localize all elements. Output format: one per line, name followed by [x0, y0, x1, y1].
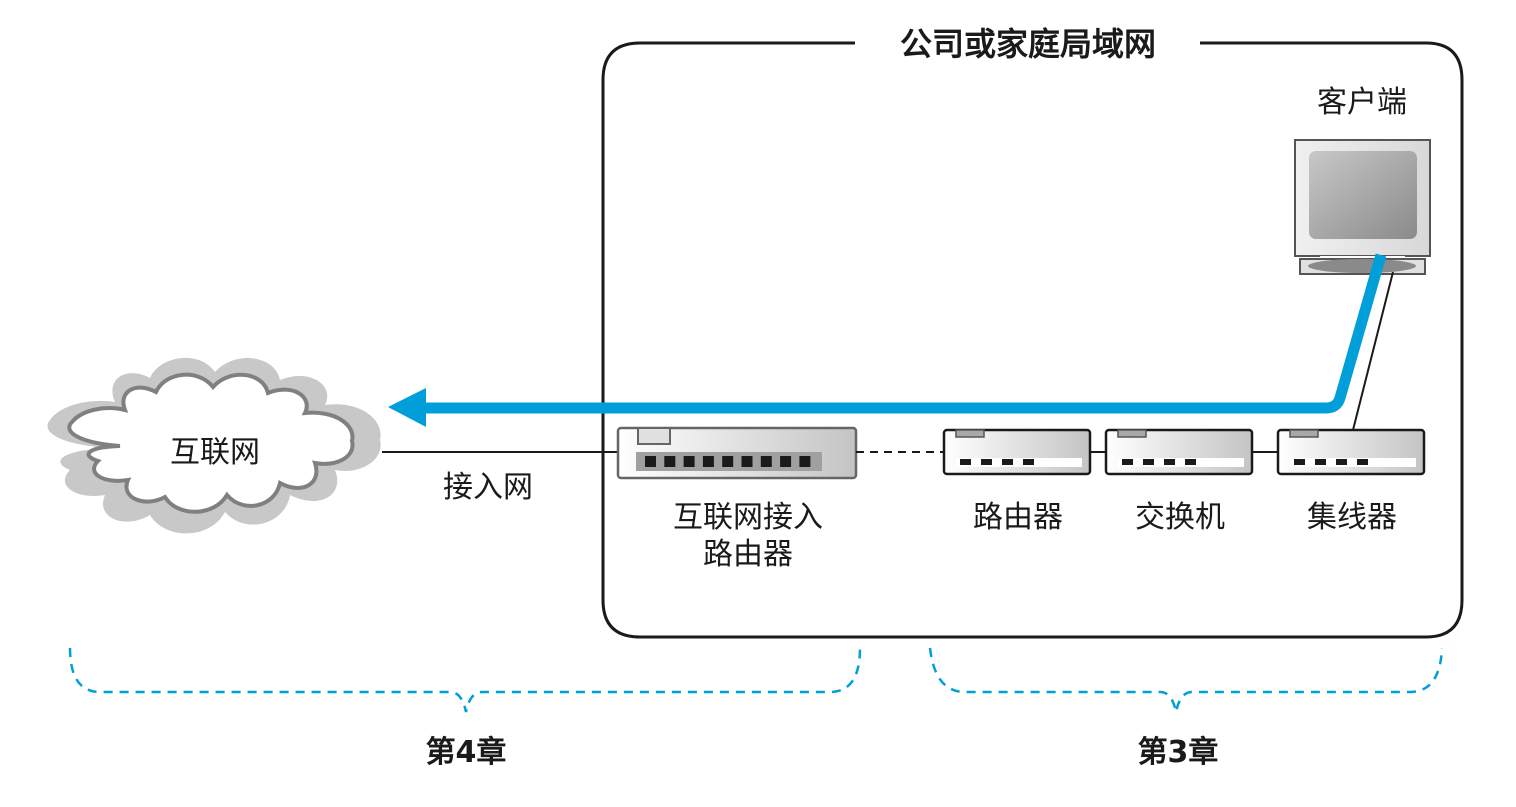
client-label: 客户端 — [1317, 85, 1407, 120]
arrowhead-icon — [388, 388, 426, 427]
port-icon — [741, 456, 753, 467]
port-icon — [722, 456, 734, 467]
port-icon — [1122, 459, 1133, 465]
port-icon — [981, 459, 992, 465]
port-icon — [1315, 459, 1326, 465]
hub-label: 集线器 — [1307, 500, 1397, 535]
data-flow-arrow — [388, 253, 1387, 427]
port-icon — [1294, 459, 1305, 465]
port-icon — [645, 456, 656, 467]
port-icon — [1002, 459, 1013, 465]
port-icon — [1336, 459, 1347, 465]
internet-cloud-icon — [47, 357, 381, 534]
port-icon — [760, 456, 772, 467]
lan-title: 公司或家庭局域网 — [900, 25, 1156, 63]
port-icon — [799, 456, 811, 467]
switch-device — [1104, 428, 1254, 476]
port-icon — [1357, 459, 1368, 465]
hub-client-cable — [1352, 271, 1394, 431]
port-icon — [702, 456, 714, 467]
access-router-label-line2: 路由器 — [703, 537, 793, 572]
port-icon — [1164, 459, 1175, 465]
chapter-3-brace — [928, 647, 1444, 713]
access-router-label-line1: 互联网接入 — [673, 500, 823, 535]
router-device — [942, 428, 1092, 476]
chapter-4-label: 第4章 — [426, 735, 507, 770]
client-computer-icon — [1294, 139, 1431, 275]
port-icon — [960, 459, 971, 465]
switch-label: 交换机 — [1135, 500, 1225, 535]
port-icon — [683, 456, 695, 467]
port-icon — [664, 456, 676, 467]
router-ports — [645, 456, 811, 467]
port-icon — [1143, 459, 1154, 465]
router-label: 路由器 — [973, 500, 1063, 535]
port-icon — [1185, 459, 1196, 465]
port-icon — [780, 456, 792, 467]
access-network-label: 接入网 — [443, 470, 533, 505]
chapter-4-brace — [68, 647, 862, 713]
lan-frame — [601, 41, 1464, 639]
hub-device — [1276, 428, 1426, 476]
access-router-device — [616, 426, 858, 480]
chapter-3-label: 第3章 — [1138, 735, 1219, 770]
port-icon — [1023, 459, 1034, 465]
internet-label: 互联网 — [170, 435, 260, 470]
